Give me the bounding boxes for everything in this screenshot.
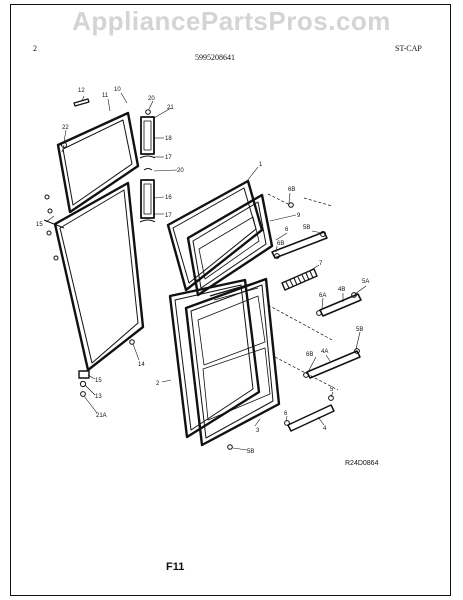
callout-21a: 21A bbox=[96, 413, 107, 419]
callout-15-lower: 15 bbox=[95, 378, 102, 384]
callout-5b-bottom: 5B bbox=[247, 449, 254, 455]
callout-6b-mid: 6B bbox=[277, 241, 284, 247]
part-14 bbox=[129, 339, 135, 345]
callout-20-lower: 20 bbox=[177, 168, 184, 174]
part-number: 5995208641 bbox=[195, 53, 235, 62]
door-shelf-bottom bbox=[284, 395, 335, 432]
part-13 bbox=[79, 380, 87, 388]
callout-5b-mid: 5B bbox=[356, 327, 363, 333]
callout-15-upper: 15 bbox=[36, 222, 43, 228]
callout-14: 14 bbox=[138, 362, 145, 368]
screw-part bbox=[46, 230, 52, 236]
callout-1: 1 bbox=[259, 162, 263, 168]
callout-9: 9 bbox=[297, 213, 301, 219]
page-number: 2 bbox=[33, 44, 37, 53]
callout-6a: 6A bbox=[319, 293, 326, 299]
callout-21: 21 bbox=[167, 105, 174, 111]
freezer-door-gasket bbox=[56, 111, 140, 214]
part-20-lower bbox=[143, 168, 153, 171]
screw-part bbox=[44, 194, 50, 200]
callout-6b-lower: 6B bbox=[306, 352, 313, 358]
callout-6-lower: 6 bbox=[284, 411, 288, 417]
lower-handle bbox=[139, 179, 156, 223]
callout-10: 10 bbox=[114, 87, 121, 93]
callout-5a: 5A bbox=[362, 279, 369, 285]
callout-4a: 4A bbox=[321, 349, 328, 355]
callout-5: 5 bbox=[330, 387, 334, 393]
part-5b-screw bbox=[227, 444, 233, 450]
callout-13: 13 bbox=[95, 394, 102, 400]
assembly-guide-lines bbox=[61, 144, 339, 391]
callout-4: 4 bbox=[323, 426, 327, 432]
callout-17-lower: 17 bbox=[165, 213, 172, 219]
part-15-bracket bbox=[78, 370, 90, 379]
model-code: ST-CAP bbox=[395, 44, 422, 53]
callout-16: 16 bbox=[165, 195, 172, 201]
leader-lines bbox=[45, 92, 367, 451]
callout-6: 6 bbox=[285, 227, 289, 233]
callout-18: 18 bbox=[165, 136, 172, 142]
part-21a bbox=[80, 391, 86, 397]
callout-3: 3 bbox=[256, 428, 260, 434]
door-shelf-lower bbox=[303, 348, 361, 379]
callout-20: 20 bbox=[148, 96, 155, 102]
screw-part bbox=[61, 142, 67, 148]
callout-4b: 4B bbox=[338, 287, 345, 293]
door-shelf-middle bbox=[316, 292, 362, 317]
upper-handle bbox=[139, 116, 156, 159]
callout-5b-upper: 5B bbox=[303, 225, 310, 231]
door-shelf-upper bbox=[271, 231, 328, 259]
callout-6b-upper: 6B bbox=[288, 187, 295, 193]
callout-7: 7 bbox=[319, 261, 323, 267]
callout-2: 2 bbox=[156, 381, 160, 387]
parts-diagram-sheet bbox=[10, 4, 451, 596]
freezer-door-assembly bbox=[166, 179, 274, 297]
callout-22: 22 bbox=[62, 125, 69, 131]
figure-label: F11 bbox=[166, 561, 184, 573]
screw-part bbox=[53, 255, 59, 261]
callout-12: 12 bbox=[78, 88, 85, 94]
watermark: AppliancePartsPros.com bbox=[72, 6, 391, 36]
callout-11: 11 bbox=[102, 93, 109, 99]
part-7-spring bbox=[281, 268, 318, 291]
part-20 bbox=[145, 109, 151, 115]
reference-code: R24D0864 bbox=[345, 460, 379, 467]
part-6b-screw bbox=[288, 202, 294, 208]
callout-17-upper: 17 bbox=[165, 155, 172, 161]
part-12 bbox=[73, 98, 90, 107]
fresh-food-door-assembly bbox=[168, 277, 281, 447]
fresh-food-door-gasket bbox=[53, 181, 145, 372]
screw-part bbox=[47, 208, 53, 214]
